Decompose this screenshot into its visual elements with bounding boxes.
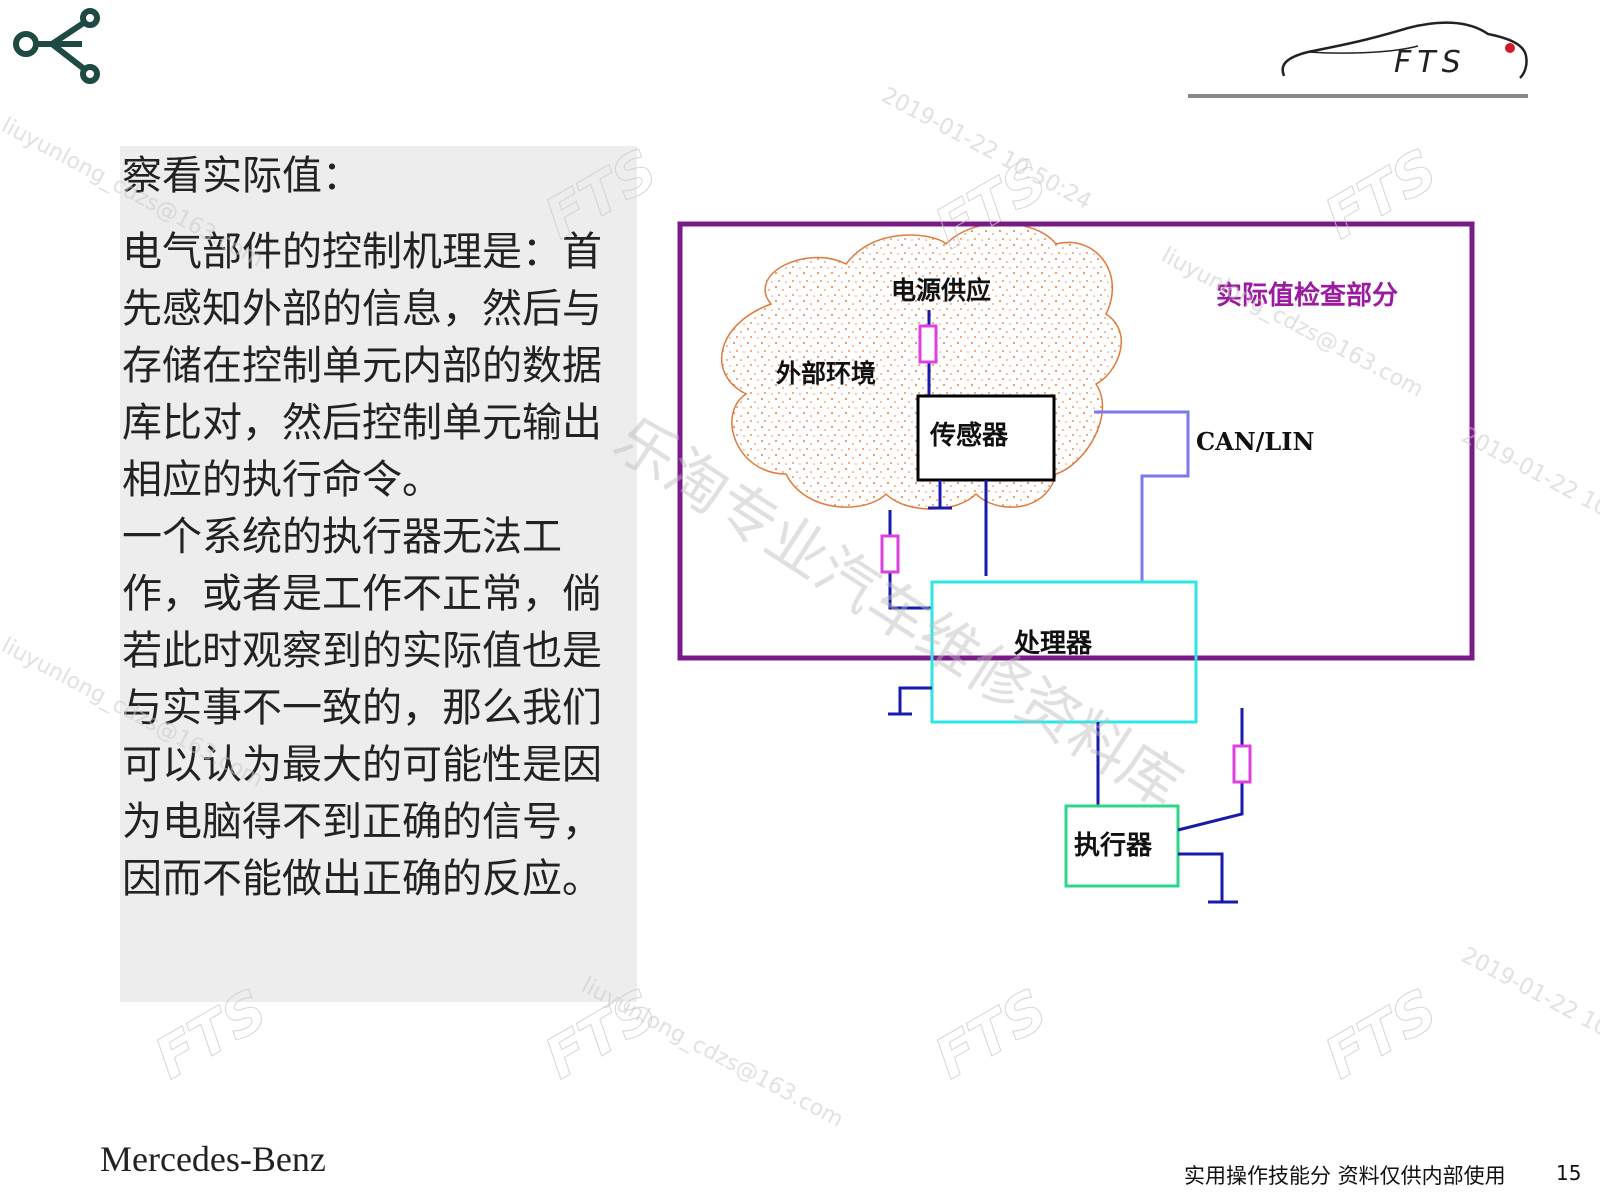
can-lin-bus xyxy=(1094,410,1190,582)
slide-body: 电气部件的控制机理是：首先感知外部的信息，然后与存储在控制单元内部的数据库比对，… xyxy=(122,224,634,908)
slide-heading: 察看实际值： xyxy=(122,153,362,199)
processor-label: 处理器 xyxy=(1013,629,1093,659)
watermark-logo: FTS xyxy=(1315,977,1449,1092)
fts-logo: FTS xyxy=(1188,21,1528,98)
body-paragraph: 电气部件的控制机理是：首先感知外部的信息，然后与存储在控制单元内部的数据库比对，… xyxy=(122,229,602,503)
input-resistor xyxy=(880,534,900,574)
environment-label: 外部环境 xyxy=(776,359,876,388)
actual-value-frame xyxy=(677,221,1475,661)
actuator-box xyxy=(1064,804,1180,888)
body-paragraph: 一个系统的执行器无法工作，或者是工作不正常，倘若此时观察到的实际值也是与实事不一… xyxy=(122,514,602,902)
svg-text:FTS: FTS xyxy=(1394,45,1467,80)
section-title: 实际值检查部分 xyxy=(1216,280,1398,311)
watermark-date: 2019-01-22 10:50:24 xyxy=(1457,943,1600,1075)
actuator-resistor xyxy=(1232,744,1252,784)
page-number: 15 xyxy=(1556,1161,1582,1185)
sensor-label: 传感器 xyxy=(929,421,1009,451)
processor-box xyxy=(930,580,1198,724)
sensor-box xyxy=(916,394,1056,482)
footer-note: 实用操作技能分 资料仅供内部使用 xyxy=(1184,1164,1506,1188)
can-lin-label: CAN/LIN xyxy=(1196,427,1314,456)
watermark-logo: FTS xyxy=(925,977,1059,1092)
actuator-label: 执行器 xyxy=(1074,830,1153,861)
share-icon[interactable] xyxy=(8,6,100,86)
brand-name: Mercedes-Benz xyxy=(100,1139,326,1179)
watermark-date: 2019-01-22 10:50:24 xyxy=(877,83,1095,215)
power-supply-label: 电源供应 xyxy=(891,276,991,305)
power-resistor xyxy=(918,324,938,364)
control-diagram: 实际值检查部分 电源供应 外部环境 传感器 CAN/LIN 处理器 执行器 xyxy=(677,221,1475,904)
text-panel xyxy=(120,146,637,1002)
